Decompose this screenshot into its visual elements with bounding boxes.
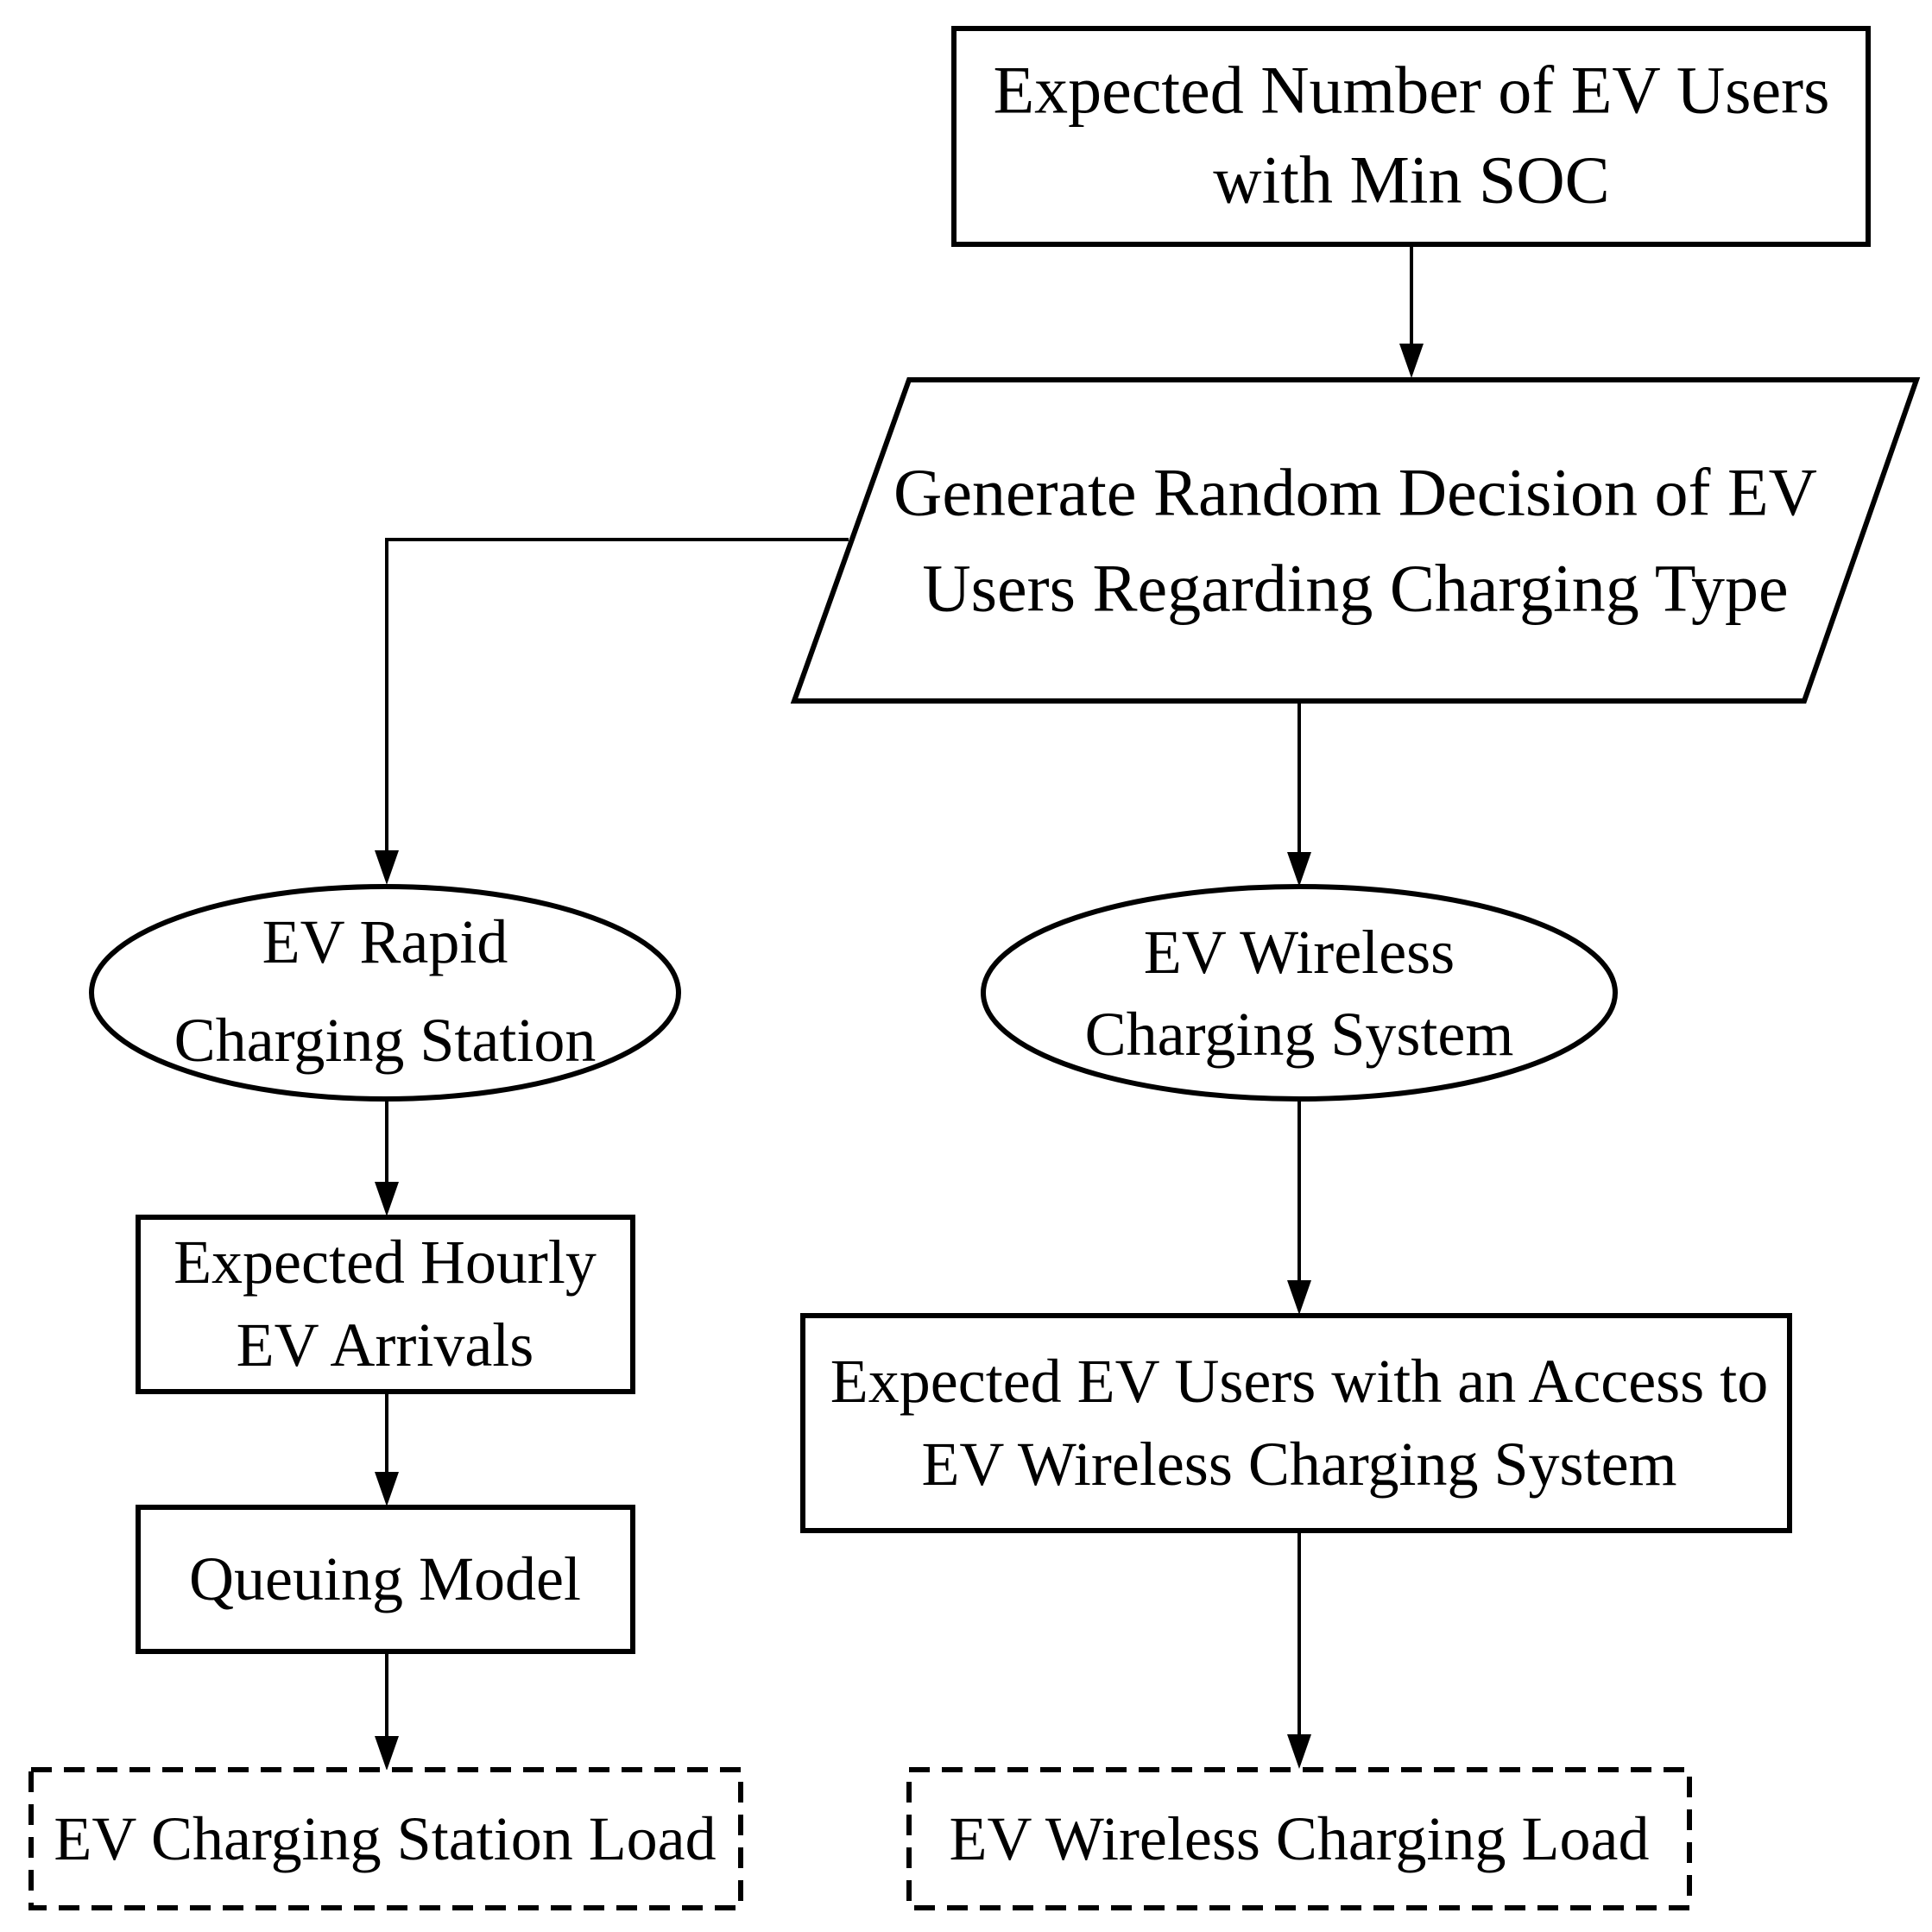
- arrowhead-decision-to-wireless: [1287, 852, 1311, 887]
- output-box-dashed: [28, 1767, 743, 1910]
- node-label-line-2: Users Regarding Charging Type: [922, 551, 1788, 626]
- input-output-parallelogram: [790, 377, 1921, 704]
- node-label-line-1: EV Wireless: [1144, 918, 1455, 987]
- node-hourly-arrivals: Expected Hourly EV Arrivals: [136, 1215, 635, 1394]
- arrowhead-access-to-wireless-load: [1287, 1734, 1311, 1769]
- node-station-load: EV Charging Station Load: [28, 1767, 743, 1910]
- node-label-line-2: with Min SOC: [1213, 142, 1609, 218]
- process-box: [951, 26, 1871, 247]
- arrowhead-wireless-to-access: [1287, 1280, 1311, 1315]
- node-label-line-2: EV Wireless Charging System: [921, 1430, 1676, 1499]
- node-label-line-1: Expected EV Users with an Access to: [830, 1347, 1768, 1416]
- connectors: [375, 244, 1424, 1771]
- node-label-line-1: Expected Hourly: [174, 1228, 597, 1297]
- connector-decision-to-rapid: [385, 538, 849, 853]
- node-label-line-1: EV Charging Station Load: [54, 1804, 716, 1873]
- node-expected-users: Expected Number of EV Users with Min SOC: [951, 26, 1871, 247]
- node-wireless-load: EV Wireless Charging Load: [906, 1767, 1692, 1910]
- node-label-line-1: Queuing Model: [189, 1544, 581, 1613]
- node-random-decision: Generate Random Decision of EV Users Reg…: [790, 377, 1921, 704]
- node-wireless-charging-system: EV Wireless Charging System: [981, 884, 1618, 1102]
- arrowhead-users-to-decision: [1399, 344, 1424, 378]
- node-label-line-1: Generate Random Decision of EV: [893, 455, 1817, 530]
- arrowhead-arrivals-to-queuing: [375, 1472, 399, 1506]
- arrowhead-decision-to-rapid: [375, 850, 399, 885]
- node-label-line-1: EV Rapid: [262, 907, 508, 976]
- process-box: [136, 1505, 635, 1654]
- node-label-line-2: EV Arrivals: [237, 1310, 534, 1380]
- node-label-line-2: Charging Station: [174, 1006, 597, 1075]
- node-wireless-access: Expected EV Users with an Access to EV W…: [800, 1313, 1792, 1533]
- node-label-line-1: Expected Number of EV Users: [994, 53, 1830, 128]
- node-queuing-model: Queuing Model: [136, 1505, 635, 1654]
- process-box: [800, 1313, 1792, 1533]
- terminal-ellipse: [89, 884, 681, 1102]
- arrowhead-rapid-to-arrivals: [375, 1182, 399, 1216]
- terminal-ellipse: [981, 884, 1618, 1102]
- process-box: [136, 1215, 635, 1394]
- node-label-line-2: Charging System: [1085, 1000, 1514, 1069]
- arrowhead-queuing-to-station-load: [375, 1736, 399, 1771]
- node-rapid-charging-station: EV Rapid Charging Station: [89, 884, 681, 1102]
- node-label-line-1: EV Wireless Charging Load: [950, 1804, 1650, 1873]
- output-box-dashed: [906, 1767, 1692, 1910]
